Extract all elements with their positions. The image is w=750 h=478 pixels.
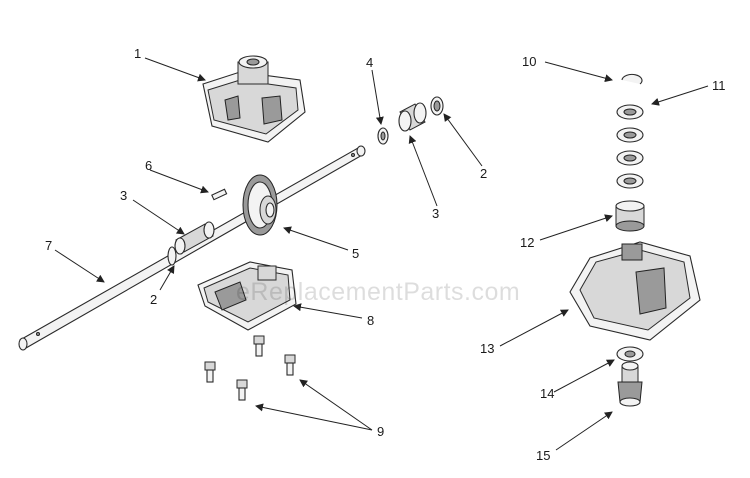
callout-8: 8 (367, 313, 374, 328)
watermark-text: eReplacementParts.com (236, 278, 520, 306)
callout-2-left: 2 (150, 292, 157, 307)
pinion-washer (616, 346, 644, 362)
callout-3-top: 3 (432, 206, 439, 221)
needle-bearing (615, 200, 645, 232)
callout-14: 14 (540, 386, 554, 401)
lower-gear-housing (197, 261, 297, 331)
callout-10: 10 (522, 54, 536, 69)
drive-pin (211, 188, 228, 201)
callout-2-top: 2 (480, 166, 487, 181)
callout-15: 15 (536, 448, 550, 463)
callout-6: 6 (145, 158, 152, 173)
callout-12: 12 (520, 235, 534, 250)
washer-2-top (430, 96, 444, 116)
bolt-4 (236, 379, 248, 401)
callout-3-left: 3 (120, 188, 127, 203)
thrust-washer-4 (377, 127, 389, 145)
callout-11: 11 (712, 78, 726, 93)
bolt-3 (204, 361, 216, 383)
ring-gear (242, 174, 278, 236)
callout-1: 1 (134, 46, 141, 61)
callout-4: 4 (366, 55, 373, 70)
pinion-gear (617, 361, 643, 407)
bolt-2 (284, 354, 296, 376)
washer-stack (616, 104, 644, 189)
bolt-1 (253, 335, 265, 357)
callout-9: 9 (377, 424, 384, 439)
callout-5: 5 (352, 246, 359, 261)
upper-gear-housing (202, 55, 306, 143)
callout-13: 13 (480, 341, 494, 356)
shaft-washer-left (167, 246, 177, 266)
right-gear-housing (569, 241, 701, 341)
callout-7: 7 (45, 238, 52, 253)
leader-lines (54, 57, 709, 451)
shaft-sleeve-left (174, 221, 215, 255)
bushing-3 (398, 102, 427, 132)
retaining-clip (621, 73, 643, 85)
